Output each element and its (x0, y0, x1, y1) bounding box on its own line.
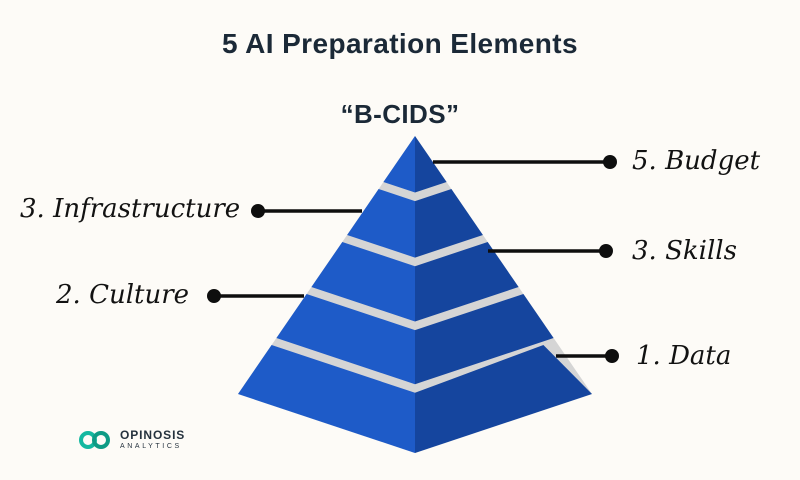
culture-callout-dot (207, 289, 221, 303)
pyramid-level-data-right-face (415, 345, 592, 453)
page-title: 5 AI Preparation Elements (222, 28, 578, 59)
pyramid-level-culture-left-face (276, 294, 415, 385)
opinosis-logo: OPINOSIS ANALYTICS (78, 427, 185, 453)
pyramid-level-culture-right-face (415, 294, 554, 385)
data-callout-dot (605, 349, 619, 363)
pyramid-level-infrastructure-right-face (415, 189, 483, 258)
logo-tagline: ANALYTICS (120, 443, 182, 451)
pyramid-level-skills-right-face (415, 242, 519, 322)
infrastructure-label: 3. Infrastructure (20, 194, 241, 224)
infrastructure-callout-dot (251, 204, 265, 218)
budget-callout-dot (603, 155, 617, 169)
acronym-subtitle: “B-CIDS” (340, 99, 460, 129)
pyramid-level-budget-right-face (415, 136, 447, 193)
skills-label: 3. Skills (632, 236, 737, 266)
budget-label: 5. Budget (632, 146, 761, 176)
skills-callout-dot (599, 244, 613, 258)
opinosis-logo-mark-icon (79, 431, 110, 449)
pyramid-level-infrastructure-left-face (347, 189, 415, 258)
opinosis-logo-text: OPINOSIS ANALYTICS (120, 427, 186, 452)
pyramid-level-data-left-face (238, 345, 415, 453)
data-label: 1. Data (636, 341, 732, 371)
pyramid-level-skills-left-face (311, 242, 415, 322)
pyramid-level-budget-left-face (383, 136, 415, 193)
culture-label: 2. Culture (56, 280, 190, 310)
logo-name: OPINOSIS (120, 427, 186, 442)
